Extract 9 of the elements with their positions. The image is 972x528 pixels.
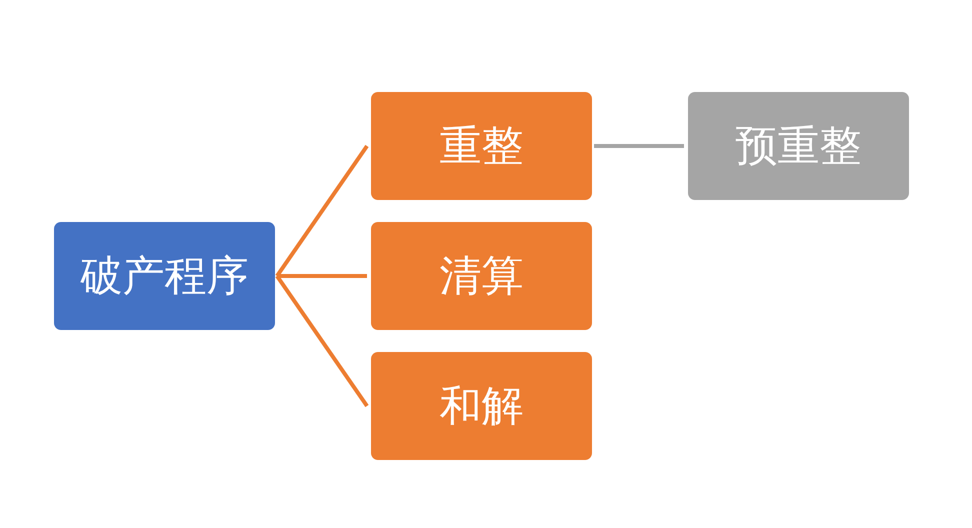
branch-box: 和解 (371, 352, 592, 460)
branch-box: 重整 (371, 92, 592, 200)
sub-box: 预重整 (688, 92, 909, 200)
connector-line (594, 144, 684, 148)
connector-line (277, 274, 367, 278)
branch-box: 清算 (371, 222, 592, 330)
root-box: 破产程序 (54, 222, 275, 330)
connector-line (275, 274, 369, 408)
connector-line (275, 144, 369, 278)
